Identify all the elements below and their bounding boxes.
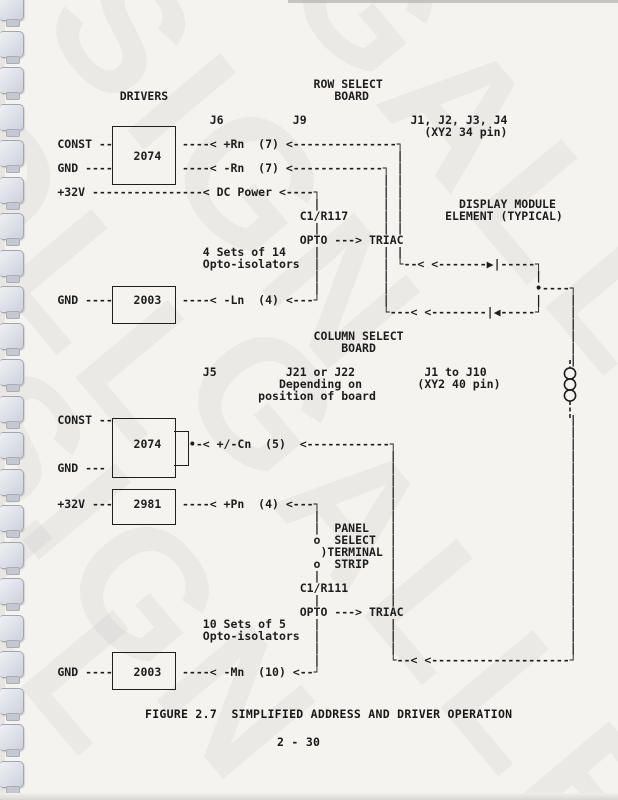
chip-box-2003-column xyxy=(112,652,176,690)
binding-tab xyxy=(0,286,24,313)
binding-tab-nub xyxy=(6,92,20,100)
figure-caption: FIGURE 2.7 SIMPLIFIED ADDRESS AND DRIVER… xyxy=(145,707,513,721)
binding-tab-nub xyxy=(6,749,20,757)
binding-tab-nub xyxy=(6,19,20,27)
binding-tab-nub xyxy=(6,165,20,173)
binding-tab xyxy=(0,578,24,605)
binding-tab xyxy=(0,432,24,459)
binding-tab-nub xyxy=(6,639,20,648)
ascii-diagram: ROW SELECT DRIVERS BOARD J6 J9 J1, J2, J… xyxy=(57,77,577,679)
chip-box-2003-row xyxy=(112,286,176,324)
binding-tab-nub xyxy=(6,566,20,575)
binding-tab-nub xyxy=(6,712,20,721)
chip-box-2074-row xyxy=(112,126,176,185)
binding-tab-nub xyxy=(6,347,20,356)
binding-tab-nub xyxy=(6,603,20,611)
binding-tab-nub xyxy=(6,274,20,283)
chip-box-2074-column xyxy=(112,418,176,478)
binding-tab xyxy=(0,724,24,751)
binding-tab xyxy=(0,176,24,204)
binding-tab-nub xyxy=(6,201,20,210)
binding-tab-nub xyxy=(6,128,20,137)
binding-tab xyxy=(0,0,24,21)
binding-tab xyxy=(0,140,24,167)
binding-tab xyxy=(0,687,24,715)
chip-box-2981-column xyxy=(112,489,176,525)
page-bottom-edge xyxy=(0,793,618,800)
binding-tab-nub xyxy=(6,676,20,684)
binding-tab-nub xyxy=(6,384,20,392)
binding-tab-nub xyxy=(6,493,20,502)
inductor-coil-icon xyxy=(563,360,577,418)
binding-tab-nub xyxy=(6,530,20,538)
binding-tab-nub xyxy=(6,311,20,319)
binding-tab xyxy=(0,468,24,496)
wire-merge-bracket xyxy=(174,431,189,466)
scan-edge-artifact xyxy=(288,0,618,3)
page-number: 2 - 30 xyxy=(277,735,321,749)
binding-tab-nub xyxy=(6,420,20,429)
binding-tab-nub xyxy=(6,457,20,465)
binding-tab-nub xyxy=(6,238,20,246)
binding-tab xyxy=(0,760,24,788)
binding-tab-nub xyxy=(6,55,20,64)
binding-tab xyxy=(0,30,24,58)
binding-tab xyxy=(0,614,24,642)
